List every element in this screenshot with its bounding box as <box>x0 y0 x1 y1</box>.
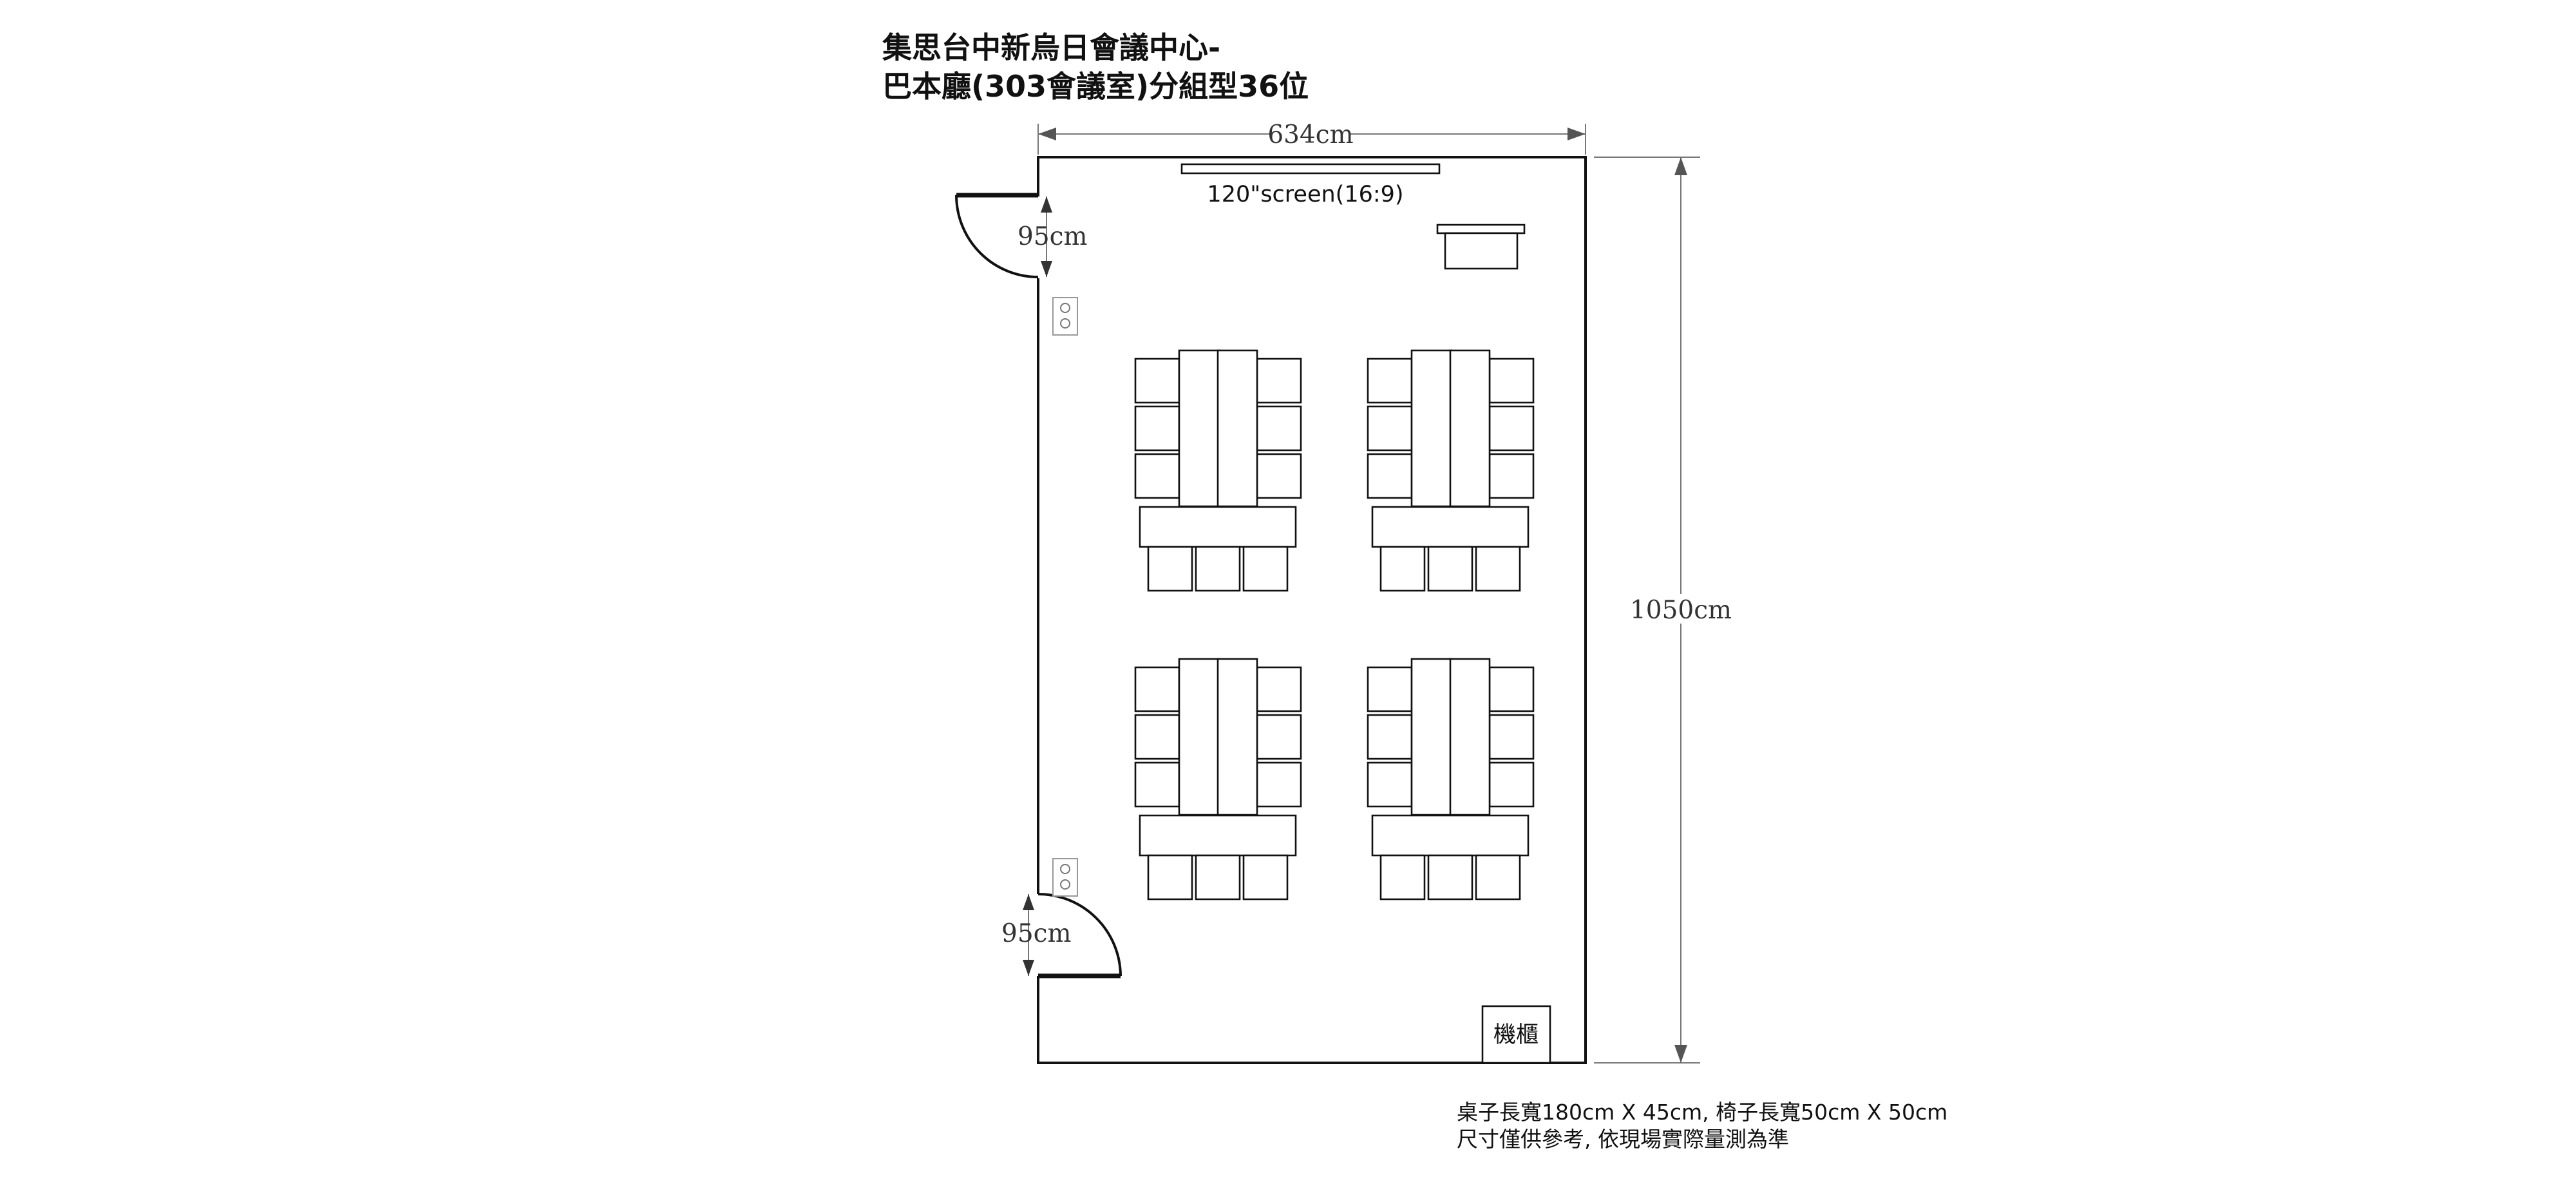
chair <box>1134 453 1180 499</box>
table-group <box>1367 349 1535 592</box>
table <box>1178 349 1220 508</box>
chair <box>1475 854 1521 901</box>
table-groups <box>1134 349 1535 901</box>
length-dimension: 1050cm <box>1594 157 1732 1064</box>
chair <box>1488 405 1535 452</box>
title-line-2: 巴本廳(303會議室)分組型36位 <box>882 69 1309 104</box>
screen: 120"screen(16:9) <box>1180 163 1441 207</box>
chair <box>1367 714 1413 760</box>
room-walls <box>1037 156 1587 1064</box>
chair <box>1367 453 1413 499</box>
note-line-2: 尺寸僅供參考, 依現場實際量測為準 <box>1457 1127 1789 1152</box>
table <box>1217 349 1258 508</box>
chair <box>1134 714 1180 760</box>
chair <box>1488 761 1535 808</box>
equipment-cabinet: 機櫃 <box>1481 1005 1551 1064</box>
power-outlet-icon <box>1052 858 1078 897</box>
chair <box>1242 854 1289 901</box>
table <box>1217 658 1258 816</box>
screen-label: 120"screen(16:9) <box>1207 182 1403 207</box>
chair <box>1134 358 1180 404</box>
table <box>1371 506 1530 548</box>
table <box>1139 506 1297 548</box>
door-top: 95cm <box>955 193 1087 278</box>
chair <box>1134 666 1180 712</box>
chair <box>1379 854 1426 901</box>
table-group <box>1134 658 1302 901</box>
chair <box>1488 358 1535 404</box>
chair <box>1256 761 1302 808</box>
note-line-1: 桌子長寬180cm X 45cm, 椅子長寬50cm X 50cm <box>1457 1100 1947 1125</box>
chair <box>1488 453 1535 499</box>
chair <box>1367 666 1413 712</box>
width-dimension: 634cm <box>1037 120 1586 155</box>
table <box>1449 658 1491 816</box>
chair <box>1147 546 1193 592</box>
podium <box>1436 224 1526 270</box>
chair <box>1427 854 1473 901</box>
chair <box>1256 405 1302 452</box>
length-label: 1050cm <box>1630 596 1732 625</box>
table-group <box>1134 349 1302 592</box>
chair <box>1367 358 1413 404</box>
chair <box>1427 546 1473 592</box>
table-group <box>1367 658 1535 901</box>
door-top-width: 95cm <box>1018 222 1087 251</box>
chair <box>1256 453 1302 499</box>
chair <box>1256 714 1302 760</box>
table <box>1371 814 1530 857</box>
chair <box>1256 358 1302 404</box>
cabinet-label: 機櫃 <box>1493 1022 1539 1048</box>
chair <box>1488 714 1535 760</box>
power-outlet-icon <box>1052 297 1078 336</box>
chair <box>1195 546 1241 592</box>
chair <box>1367 405 1413 452</box>
chair <box>1195 854 1241 901</box>
table <box>1410 658 1453 816</box>
chair <box>1475 546 1521 592</box>
table <box>1410 349 1453 508</box>
chair <box>1134 405 1180 452</box>
chair <box>1256 666 1302 712</box>
door-bottom: 95cm <box>1001 893 1122 978</box>
table <box>1178 658 1220 816</box>
chair <box>1488 666 1535 712</box>
table <box>1449 349 1491 508</box>
width-label: 634cm <box>1267 120 1353 149</box>
chair <box>1367 761 1413 808</box>
chair <box>1147 854 1193 901</box>
table <box>1139 814 1297 857</box>
title-line-1: 集思台中新烏日會議中心- <box>882 30 1220 65</box>
chair <box>1242 546 1289 592</box>
door-bottom-width: 95cm <box>1001 919 1071 948</box>
chair <box>1379 546 1426 592</box>
chair <box>1134 761 1180 808</box>
